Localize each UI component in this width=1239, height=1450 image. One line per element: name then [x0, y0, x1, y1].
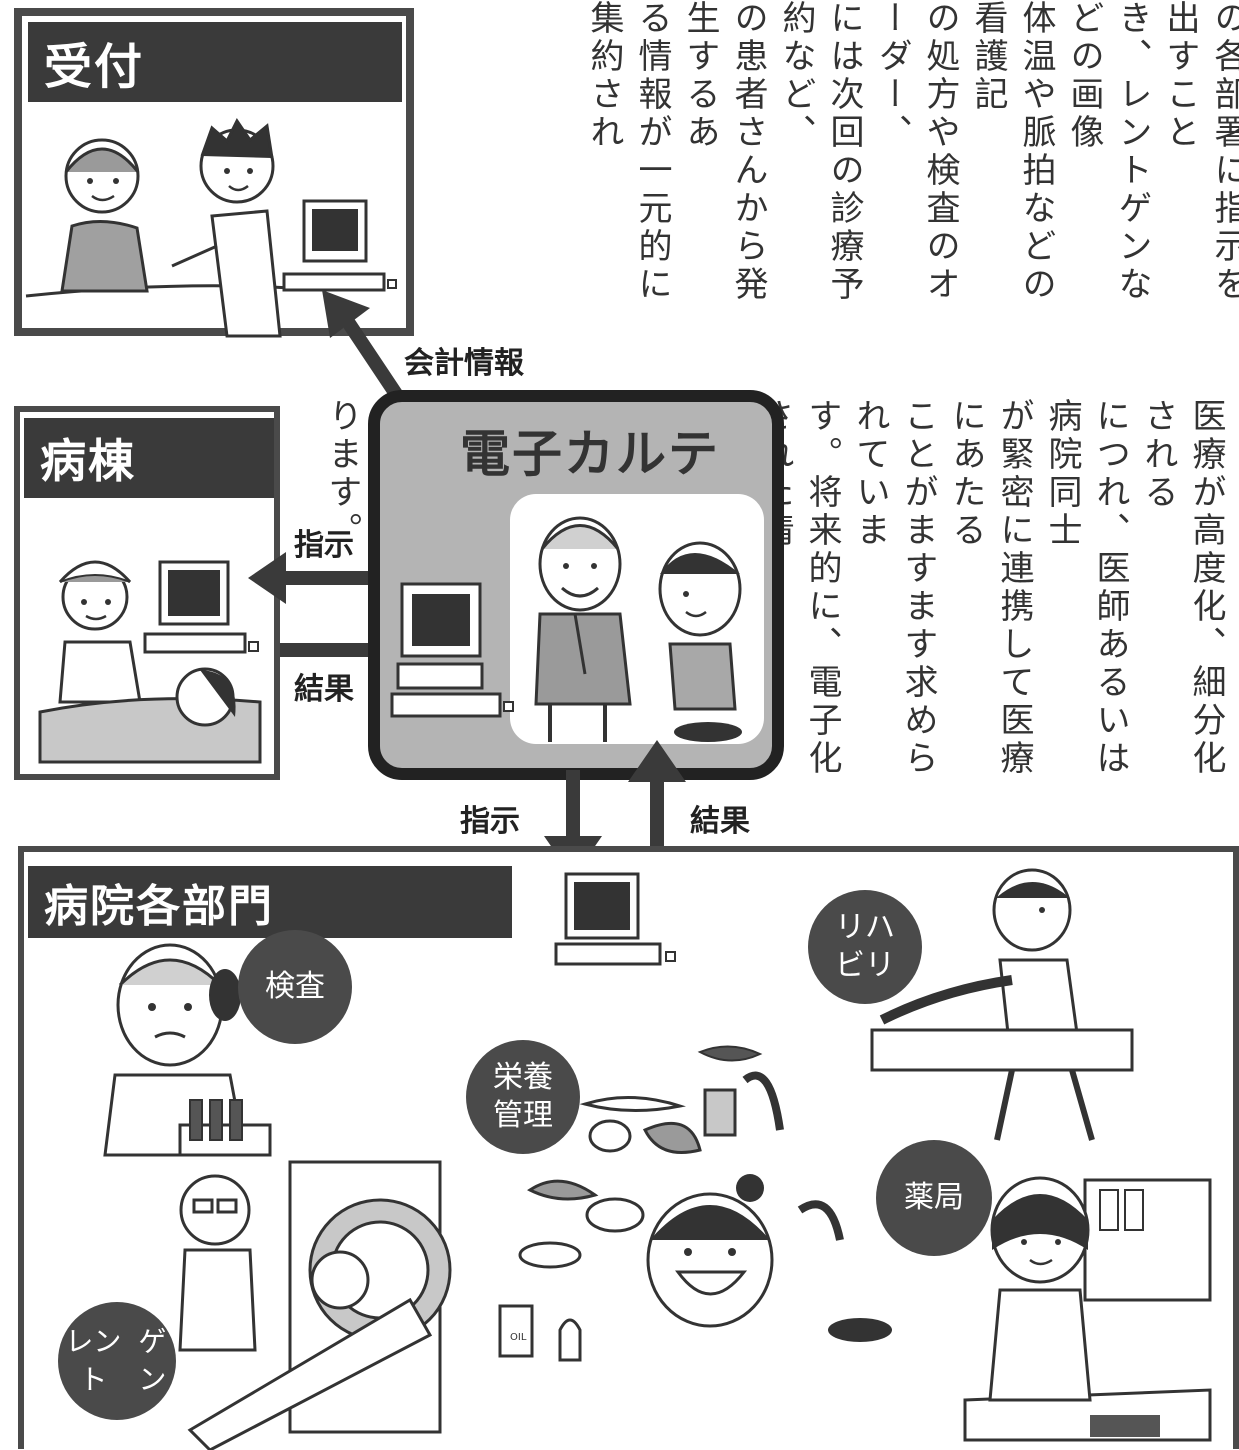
ward-instruction-label: 指示: [294, 528, 354, 563]
departments-title: 病院各部門: [28, 866, 512, 938]
ehr-illustration: [390, 516, 742, 742]
patient-figure: [171, 118, 282, 338]
intro-text-block: 子カルテとは、従来医師がての診療経過を記入していカルテを、パソコンで電子情報とし…: [580, 0, 1239, 330]
goal-text-column: が緊密に連携して医療にあたる: [946, 398, 1034, 778]
dept-computer-icon: [554, 872, 676, 966]
goal-text-column: につれ、医師あるいは病院同士: [1042, 398, 1130, 778]
xray-illustration: [178, 1160, 452, 1450]
oil-bottle-text: OIL: [510, 1332, 527, 1343]
reception-illustration: [25, 118, 397, 338]
exam-illustration: [103, 943, 272, 1157]
ward-illustration: [38, 560, 262, 764]
ehr-center-box: 電子カルテ: [368, 390, 784, 780]
ehr-computer-icon: [390, 582, 514, 718]
rehab-badge-label-1: リハ: [835, 910, 895, 945]
pharmacy-badge: 薬局: [876, 1140, 992, 1256]
oil-bottle-icon: OIL: [498, 1304, 534, 1358]
nutrition-badge-label-1: 栄養: [493, 1060, 553, 1095]
ward-result-label: 結果: [294, 672, 354, 707]
reception-panel: 受付: [14, 8, 414, 338]
reception-computer-icon: [282, 199, 397, 292]
goal-text-block: 医療が高度化、細分化されるにつれ、医師あるいは病院同士が緊密に連携して医療にあた…: [322, 398, 1230, 788]
accounting-arrow: [322, 290, 406, 404]
intro-text-column: の各部署に指示を出すこと: [1160, 0, 1239, 304]
ward-computer-icon: [143, 560, 259, 654]
dept-result-arrow: [628, 740, 686, 848]
goal-text-column: ことがますます求められていま: [850, 398, 938, 778]
dept-instruction-label: 指示: [460, 804, 520, 839]
ward-panel: 病棟: [14, 406, 280, 780]
pharmacy-badge-label: 薬局: [904, 1180, 964, 1215]
exam-badge-label: 検査: [265, 969, 325, 1004]
nutrition-badge-label-2: 管理: [493, 1098, 553, 1133]
doctor-figure: [534, 516, 632, 742]
pharmacy-illustration: [963, 1176, 1212, 1442]
reception-title: 受付: [28, 22, 402, 102]
rehab-badge: リハ ビリ: [808, 890, 922, 1004]
xray-badge: レント ゲン: [58, 1302, 176, 1420]
rehab-illustration: [870, 868, 1134, 1141]
rehab-badge-label-2: ビリ: [835, 948, 895, 983]
accounting-info-label: 会計情報: [404, 346, 524, 381]
goal-text-column: 医療が高度化、細分化される: [1138, 398, 1226, 778]
nutrition-badge: 栄養 管理: [466, 1040, 580, 1154]
intro-text-column: には次回の診療予約など、: [776, 0, 864, 304]
ward-instruction-arrow: [248, 552, 376, 604]
goal-text-column: ります。: [322, 398, 362, 550]
consult-patient-figure: [658, 541, 742, 742]
exam-badge: 検査: [238, 930, 352, 1044]
xray-badge-label-2: ゲン: [138, 1325, 167, 1396]
dept-result-label: 結果: [690, 804, 750, 839]
intro-text-column: の患者さんから発生するあ: [680, 0, 768, 304]
ward-title: 病棟: [24, 418, 274, 498]
intro-text-column: る情報が一元的に集約され: [584, 0, 672, 304]
nutrition-illustration: OIL: [498, 1045, 892, 1362]
xray-badge-label-1: レント: [65, 1325, 122, 1396]
intro-text-column: 体温や脈拍などの看護記: [968, 0, 1056, 304]
intro-text-column: き、レントゲンなどの画像: [1064, 0, 1152, 304]
intro-text-column: の処方や検査のオーダー、: [872, 0, 960, 304]
receptionist-figure: [60, 138, 149, 293]
ehr-title: 電子カルテ: [460, 425, 720, 483]
